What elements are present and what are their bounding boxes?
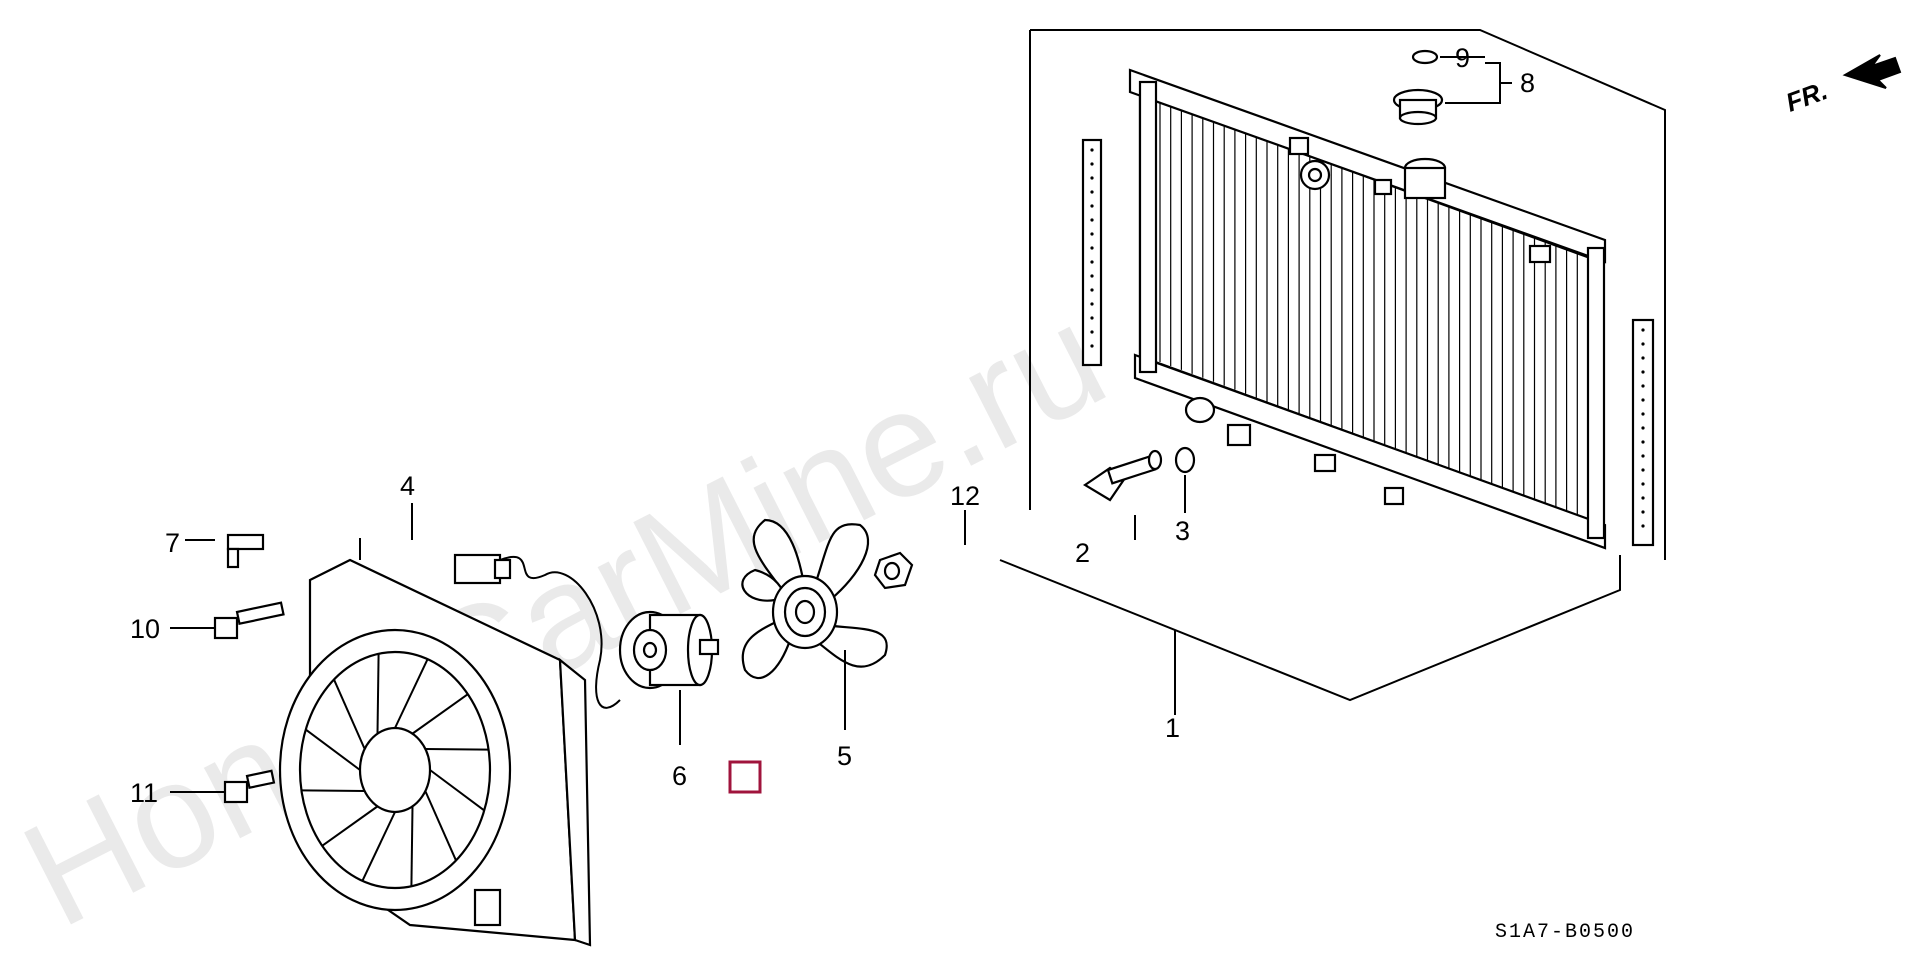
radiator-cap-icon[interactable] (1392, 88, 1444, 126)
rubber-cushion-strip-left (1081, 138, 1103, 367)
fan-blade-icon[interactable] (741, 518, 888, 680)
clip-icon[interactable] (185, 533, 265, 569)
callout-9[interactable]: 9 (1455, 43, 1470, 73)
callout-6[interactable]: 6 (672, 761, 687, 791)
callout-8[interactable]: 8 (1520, 68, 1535, 98)
diagram-code: S1A7-B0500 (1495, 921, 1635, 944)
drain-plug-icon[interactable] (1082, 449, 1163, 502)
bolt-icon[interactable] (223, 769, 276, 804)
direction-label: FR. (1782, 75, 1832, 118)
bolt-icon[interactable] (213, 601, 285, 640)
callout-7[interactable]: 7 (165, 528, 180, 558)
callout-2[interactable]: 2 (1075, 538, 1090, 568)
radiator-icon[interactable] (1128, 68, 1607, 550)
callout-3[interactable]: 3 (1175, 516, 1190, 546)
nut-icon[interactable] (873, 551, 914, 590)
o-ring-icon[interactable] (1174, 446, 1196, 474)
cap-gasket-icon[interactable] (1411, 49, 1439, 65)
fan-motor-icon[interactable] (453, 553, 720, 709)
radiator-assembly-bracket (999, 29, 1666, 715)
callout-11[interactable]: 11 (130, 778, 158, 808)
fan-shroud-icon[interactable] (278, 558, 592, 947)
rubber-cushion-strip-right (1631, 318, 1655, 547)
callout-5[interactable]: 5 (837, 741, 852, 771)
callout-10[interactable]: 10 (130, 614, 160, 644)
selection-marker[interactable] (728, 760, 762, 794)
callout-12[interactable]: 12 (950, 481, 980, 511)
callout-1[interactable]: 1 (1165, 713, 1180, 743)
callout-4[interactable]: 4 (400, 471, 415, 501)
forward-arrow-icon: FR. (1782, 54, 1902, 118)
